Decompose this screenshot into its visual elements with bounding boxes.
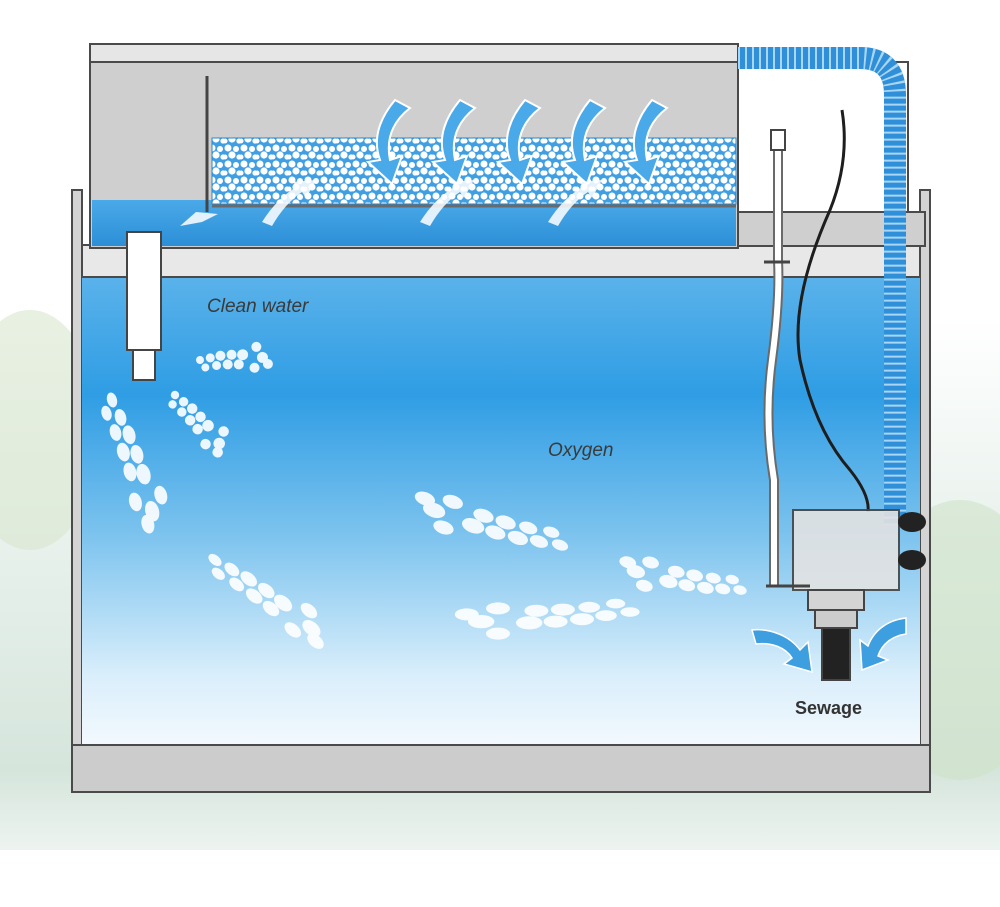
oxygen-label: Oxygen: [548, 440, 614, 461]
water-drain-arrows: [180, 180, 602, 226]
curved-arrow-icon: [751, 617, 907, 674]
filter-tray: [89, 43, 909, 249]
water-pump: [766, 509, 926, 681]
outlet-hose: [738, 47, 906, 525]
tank-right-wall: [919, 189, 931, 746]
clean-water-label: Clean water: [207, 296, 309, 317]
outlet-spout: [126, 231, 162, 381]
water-spray-arrows: [365, 98, 669, 186]
sewage-label: Sewage: [795, 698, 863, 718]
tank-left-wall: [71, 189, 83, 746]
tank-base: [71, 744, 931, 793]
tank-top-rim: [81, 244, 921, 278]
power-cord: [796, 109, 870, 513]
